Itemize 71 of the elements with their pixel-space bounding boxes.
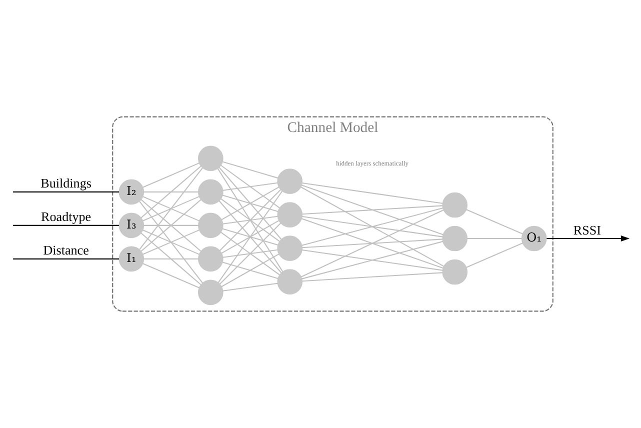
node-circle: [198, 146, 224, 172]
connector: [222, 282, 278, 292]
node-circle: [198, 280, 224, 306]
node-circle: [442, 259, 468, 285]
connector: [222, 216, 278, 224]
connector: [144, 191, 198, 192]
connector: [219, 222, 281, 284]
arrow: [546, 235, 630, 242]
edge-label: Buildings: [40, 176, 92, 191]
connector: [218, 190, 283, 283]
node-circle: I₃: [118, 212, 144, 238]
connector: [222, 161, 278, 179]
node-circle: O₁: [521, 226, 547, 252]
connector: [140, 166, 202, 218]
connector: [139, 168, 203, 250]
connector: [13, 191, 120, 192]
connector: [222, 182, 278, 191]
connector: [220, 164, 280, 208]
connector: [467, 238, 522, 240]
node-circle: [442, 226, 468, 252]
connector: [139, 201, 203, 284]
connector: [221, 254, 280, 288]
connector: [466, 209, 523, 234]
connector: [221, 186, 280, 220]
connector: [466, 242, 523, 268]
connector: [144, 224, 198, 226]
connector: [140, 232, 202, 286]
node-circle: [198, 212, 224, 238]
connector: [302, 240, 444, 280]
connector: [218, 167, 282, 240]
connector: [222, 262, 278, 280]
connector: [220, 232, 280, 276]
connector: [301, 218, 444, 269]
edge-label: RSSI: [573, 222, 601, 238]
connector: [302, 216, 443, 238]
connector: [142, 263, 200, 288]
connector: [302, 182, 443, 204]
node-circle: [442, 192, 468, 218]
node-circle: I₁: [118, 246, 144, 272]
connector: [218, 200, 282, 274]
connector: [13, 258, 120, 260]
node-circle: [277, 168, 303, 194]
connector: [300, 210, 444, 278]
connector: [302, 207, 444, 246]
connector: [144, 258, 198, 260]
connector: [222, 249, 278, 258]
node-circle: [277, 269, 303, 294]
node-circle: [277, 236, 303, 261]
connector: [302, 249, 443, 271]
edge-label: Roadtype: [41, 209, 92, 224]
node-circle: I₂: [118, 179, 144, 205]
connector: [221, 220, 280, 254]
connector: [142, 196, 200, 222]
connector: [301, 184, 444, 236]
edge-label: Distance: [43, 242, 89, 258]
node-circle: [277, 202, 303, 228]
connector: [222, 194, 278, 212]
node-circle: [198, 179, 224, 205]
connector: [302, 272, 443, 282]
node-circle: [198, 246, 224, 272]
connector: [300, 186, 444, 267]
connector: [217, 168, 284, 272]
connector: [222, 228, 278, 246]
connector: [302, 205, 443, 215]
connector: [142, 162, 200, 188]
connector: [220, 198, 280, 242]
connector: [219, 189, 281, 251]
connector: [302, 238, 443, 248]
connector: [140, 199, 202, 252]
connector: [13, 224, 120, 226]
connector: [142, 230, 200, 255]
